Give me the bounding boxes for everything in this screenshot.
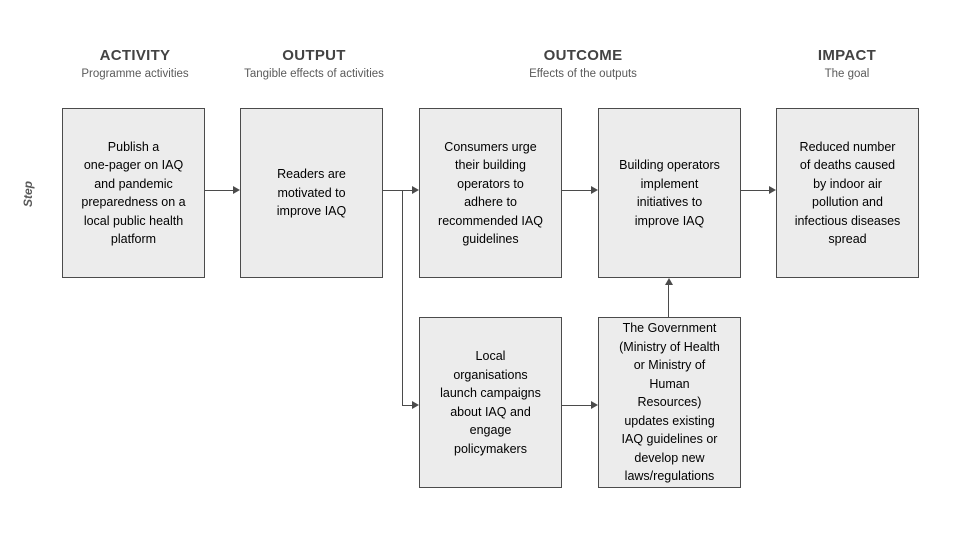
column-header-impact: IMPACT The goal <box>747 48 947 81</box>
column-title: ACTIVITY <box>99 47 171 64</box>
node-outcome-4[interactable]: The Government (Ministry of Health or Mi… <box>598 317 741 488</box>
arrowhead-outcome2-to-impact1 <box>769 186 776 194</box>
arrowhead-junction-to-outcome3 <box>412 401 419 409</box>
column-subtitle: Effects of the outputs <box>529 68 637 80</box>
column-title: OUTCOME <box>543 47 623 64</box>
arrowhead-junction-to-outcome1 <box>412 186 419 194</box>
node-activity-1[interactable]: Publish a one-pager on IAQ and pandemic … <box>62 108 205 278</box>
arrowhead-outcome1-to-outcome2 <box>591 186 598 194</box>
column-title: IMPACT <box>817 47 877 64</box>
node-text: Readers are motivated to improve IAQ <box>276 167 347 219</box>
connector-junction-vertical <box>402 190 403 405</box>
node-impact-1[interactable]: Reduced number of deaths caused by indoo… <box>776 108 919 278</box>
arrowhead-outcome4-to-outcome2 <box>665 278 673 285</box>
column-header-output: OUTPUT Tangible effects of activities <box>214 48 414 81</box>
column-subtitle: Tangible effects of activities <box>244 68 384 80</box>
arrowhead-outcome3-to-outcome4 <box>591 401 598 409</box>
connector-output1-to-junction <box>383 190 412 191</box>
column-header-activity: ACTIVITY Programme activities <box>35 48 235 81</box>
connector-outcome3-to-outcome4 <box>562 405 591 406</box>
connector-outcome1-to-outcome2 <box>562 190 591 191</box>
connector-outcome2-to-impact1 <box>741 190 769 191</box>
connector-outcome4-to-outcome2 <box>668 285 669 317</box>
node-text: Consumers urge their building operators … <box>438 139 543 247</box>
node-output-1[interactable]: Readers are motivated to improve IAQ <box>240 108 383 278</box>
column-subtitle: Programme activities <box>81 68 189 80</box>
node-outcome-2[interactable]: Building operators implement initiatives… <box>598 108 741 278</box>
node-outcome-3[interactable]: Local organisations launch campaigns abo… <box>419 317 562 488</box>
connector-activity1-to-output1 <box>205 190 233 191</box>
node-outcome-1[interactable]: Consumers urge their building operators … <box>419 108 562 278</box>
axis-label-step: Step <box>21 181 35 208</box>
node-text: Local organisations launch campaigns abo… <box>440 349 541 456</box>
arrowhead-activity1-to-output1 <box>233 186 240 194</box>
node-text: Building operators implement initiatives… <box>619 158 720 228</box>
column-subtitle: The goal <box>824 68 870 80</box>
node-text: Publish a one-pager on IAQ and pandemic … <box>81 139 186 247</box>
node-text: The Government (Ministry of Health or Mi… <box>619 321 720 484</box>
column-title: OUTPUT <box>282 47 346 64</box>
column-header-outcome: OUTCOME Effects of the outputs <box>483 48 683 81</box>
connector-junction-to-outcome3 <box>402 405 412 406</box>
node-text: Reduced number of deaths caused by indoo… <box>794 139 901 247</box>
